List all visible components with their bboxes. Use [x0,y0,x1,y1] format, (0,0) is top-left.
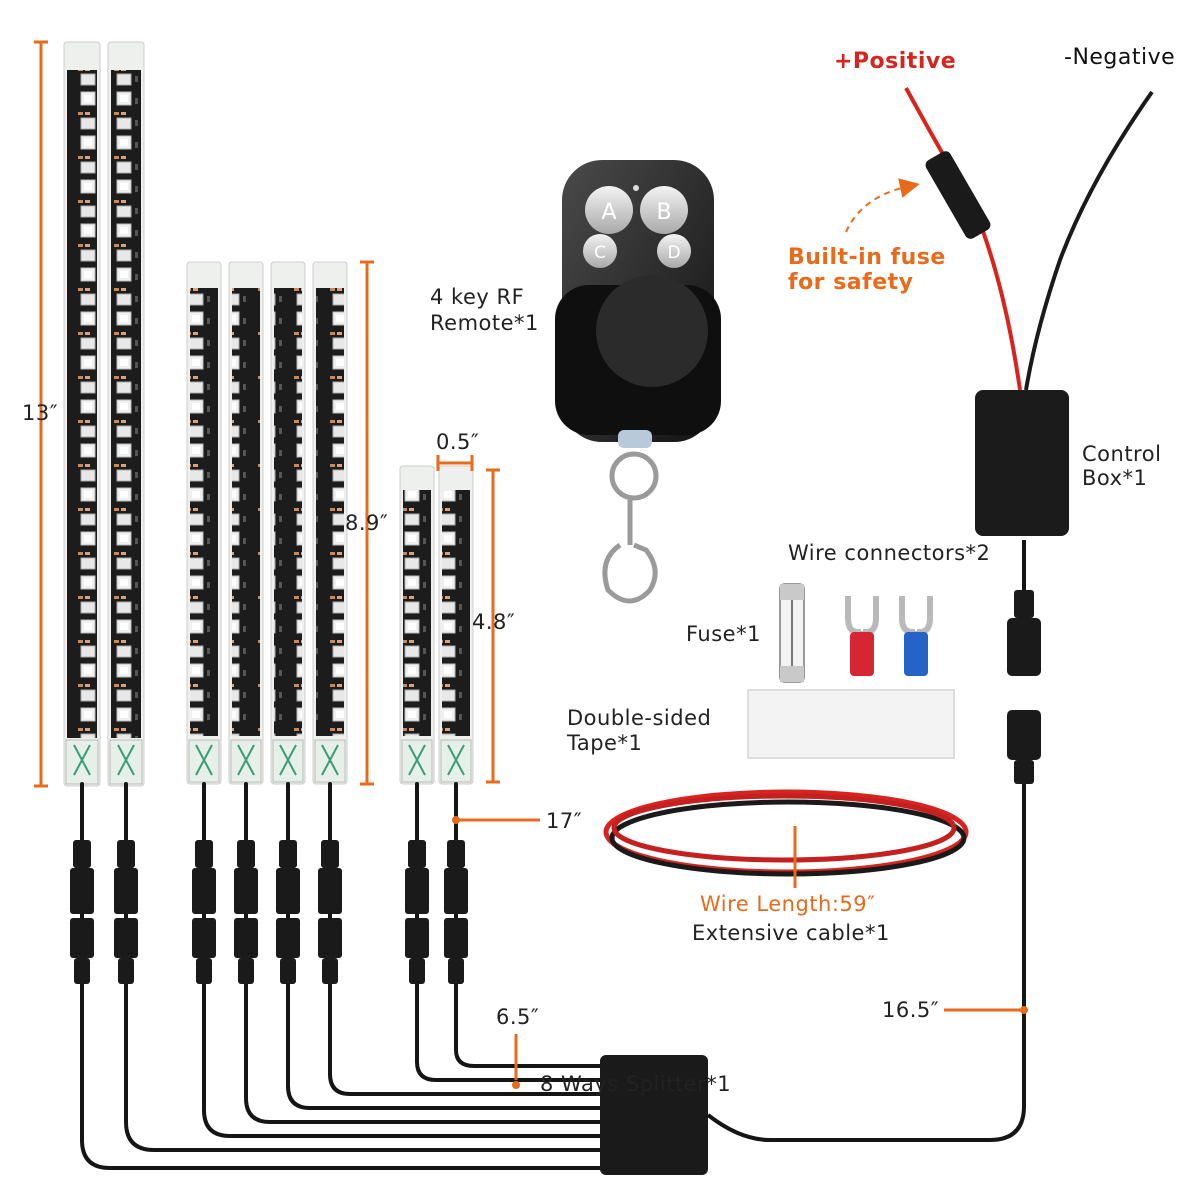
splitter-hub [600,780,1026,1175]
remote-key-a [585,186,633,234]
positive-wire [904,87,1022,391]
dim-lead-length-label: 17″ [546,809,583,833]
spade-connector-red-icon [845,596,879,676]
positive-label: +Positive [834,49,957,74]
dim-short-strip-label: 4.8″ [472,610,516,634]
control-wiring [904,87,1154,660]
led-strip-short-2 [438,465,474,785]
led-strip-mid-1 [186,261,222,785]
strip-leads [80,782,602,1170]
tape-label-2: Tape*1 [567,731,643,755]
rf-remote: A B C D [555,160,721,604]
extension-cable-icon [603,789,969,877]
dim-long-strip [34,40,48,788]
led-strip-mid-2 [228,261,264,785]
dim-strip-width-label: 0.5″ [436,430,480,454]
remote-label-1: 4 key RF [430,285,525,309]
negative-label: -Negative [1064,45,1176,70]
tape-label-1: Double-sided [567,706,712,730]
remote-key-d-label: D [667,243,680,263]
remote-key-b [640,186,688,234]
dim-control-lead-label: 16.5″ [882,998,940,1022]
led-strip-long-2 [107,41,145,787]
splitter-label: 8 Ways Splitter*1 [540,1072,732,1096]
builtin-fuse-arrow [845,178,920,233]
dim-splitter-branch-label: 6.5″ [496,1005,540,1029]
remote-label-2: Remote*1 [430,311,539,335]
led-strip-mid-4 [312,261,348,785]
remote-key-c [583,234,617,268]
led-strip-long-1 [63,41,101,787]
led-strip-short-1 [399,465,435,785]
negative-wire [1024,90,1154,391]
control-box-plug [1007,590,1041,784]
wire-length-label: Wire Length:59″ [700,892,876,916]
dim-long-strip-label: 13″ [22,401,59,425]
remote-key-b-label: B [656,200,671,225]
wire-connectors-label: Wire connectors*2 [788,541,991,565]
inline-fuse-holder [925,151,991,239]
spade-connector-blue-icon [899,596,933,676]
led-strip-mid-3 [270,261,306,785]
dim-short-strip [486,468,500,784]
extensive-cable-label: Extensive cable*1 [692,921,890,945]
dimension-markers [34,40,1022,1080]
remote-key-d [657,234,691,268]
fuse-icon [779,583,805,683]
remote-key-a-label: A [601,200,616,225]
fuse-label: Fuse*1 [686,622,761,646]
led-strips [63,41,474,787]
dim-mid-strip-label: 8.9″ [345,511,389,535]
builtin-fuse-label-2: for safety [788,270,914,295]
builtin-fuse-label-1: Built-in fuse [788,245,946,270]
control-box-label-1: Control [1082,442,1162,466]
dim-mid-strip [360,260,374,786]
control-box-label-2: Box*1 [1082,466,1148,490]
dim-strip-width [436,455,474,471]
control-box [975,390,1069,536]
keychain-icon [602,451,659,604]
remote-key-c-label: C [594,243,606,263]
double-sided-tape-icon [747,689,955,759]
strip-connectors [70,840,468,984]
